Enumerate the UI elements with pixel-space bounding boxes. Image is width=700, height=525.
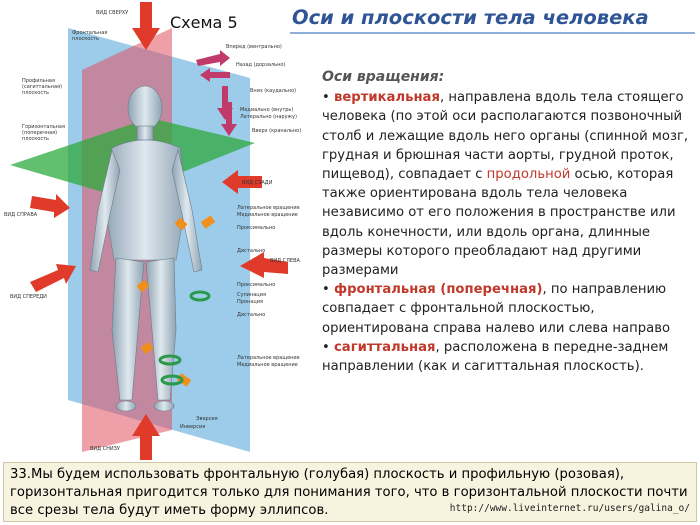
caption-text: 33.Мы будем использовать фронтальную (го… — [10, 467, 688, 518]
label-lateral: Латерально (наружу) — [240, 114, 297, 120]
label-medial: Медиально (внутрь) — [240, 107, 294, 113]
schema-label: Схема 5 — [170, 13, 238, 32]
title-underline — [290, 32, 695, 34]
view-back-arrow — [222, 170, 262, 194]
label-view-front: ВИД СПЕРЕДИ — [10, 294, 47, 300]
small-arrows — [196, 50, 237, 136]
figure-graphic — [10, 2, 288, 460]
direction-arrows — [30, 2, 288, 460]
label-down: Вниз (каудально) — [250, 88, 297, 94]
label-supination: Супинация — [237, 292, 266, 298]
label-inversion: Инверсия — [180, 424, 206, 430]
caption-box: 33.Мы будем использовать фронтальную (го… — [3, 462, 697, 522]
label-pronation: Пронация — [237, 299, 263, 305]
label-distal-1: Дистально — [237, 248, 266, 254]
text-run: , направлена вдоль тела стоящего человек… — [322, 90, 689, 183]
human-body — [89, 85, 203, 412]
label-medial-rotation-2: Медиальное вращение — [237, 362, 298, 368]
highlighted-term: продольной — [486, 167, 571, 183]
text-run: • — [322, 90, 334, 106]
text-run: • — [322, 339, 334, 355]
label-view-top: ВИД СВЕРХУ — [96, 10, 129, 16]
view-front-arrow — [30, 264, 76, 292]
label-medial-rotation-1: Медиальное вращение — [237, 212, 298, 218]
highlighted-term: вертикальная — [333, 90, 440, 106]
label-proximal-2: Проксимально — [237, 282, 276, 288]
label-lateral-rotation-2: Латеральное вращение — [237, 355, 300, 361]
paragraph-frontal: • фронтальная (поперечная), по направлен… — [322, 280, 694, 338]
label-view-bottom: ВИД СНИЗУ — [90, 446, 120, 452]
text-run: осью, которая также ориентирована вдоль … — [322, 167, 676, 279]
view-left-arrow — [240, 252, 288, 278]
text-run: , расположена в передне-заднем направлен… — [322, 339, 669, 375]
paragraph-sagittal: • сагиттальная, расположена в передне-за… — [322, 338, 694, 376]
label-eversion: Эверсия — [196, 416, 218, 422]
paragraph-vertical: • вертикальная, направлена вдоль тела ст… — [322, 88, 694, 280]
label-up: Вверх (кранально) — [252, 128, 302, 134]
label-forward: Вперед (вентрально) — [226, 44, 282, 50]
label-horizontal-plane: Горизонтальная (поперечная) плоскость — [22, 124, 65, 142]
label-view-back: ВИД СЗАДИ — [242, 180, 273, 186]
label-view-left: ВИД СЛЕВА — [270, 258, 300, 264]
label-lateral-rotation-1: Латеральное вращение — [237, 205, 300, 211]
axes-description: Оси вращения: • вертикальная, направлена… — [322, 68, 694, 376]
label-distal-2: Дистально — [237, 312, 266, 318]
view-right-arrow — [30, 194, 70, 218]
label-profile-plane: Профильная (сагиттальная) плоскость — [22, 78, 62, 96]
rotation-marks — [136, 215, 216, 387]
axes-heading: Оси вращения: — [322, 69, 445, 85]
watermark-url: http://www.liveinternet.ru/users/galina_… — [449, 503, 690, 514]
view-top-arrow — [132, 2, 160, 50]
label-back: Назад (дорзально) — [236, 62, 286, 68]
green-rings — [158, 290, 211, 386]
view-bottom-arrow — [132, 414, 160, 460]
anatomical-planes-figure: ВИД СВЕРХУ Фронтальная плоскость Профиль… — [0, 0, 310, 462]
text-run: , по направлению совпадает с фронтальной… — [322, 282, 671, 336]
label-frontal-plane: Фронтальная плоскость — [72, 30, 108, 42]
label-view-right: ВИД СПРАВА — [4, 212, 38, 218]
label-proximal-1: Проксимально — [237, 225, 276, 231]
highlighted-term: фронтальная (поперечная) — [333, 282, 543, 298]
highlighted-term: сагиттальная — [333, 339, 436, 355]
page-title: Оси и плоскости тела человека — [292, 6, 649, 29]
text-run: • — [322, 282, 334, 298]
